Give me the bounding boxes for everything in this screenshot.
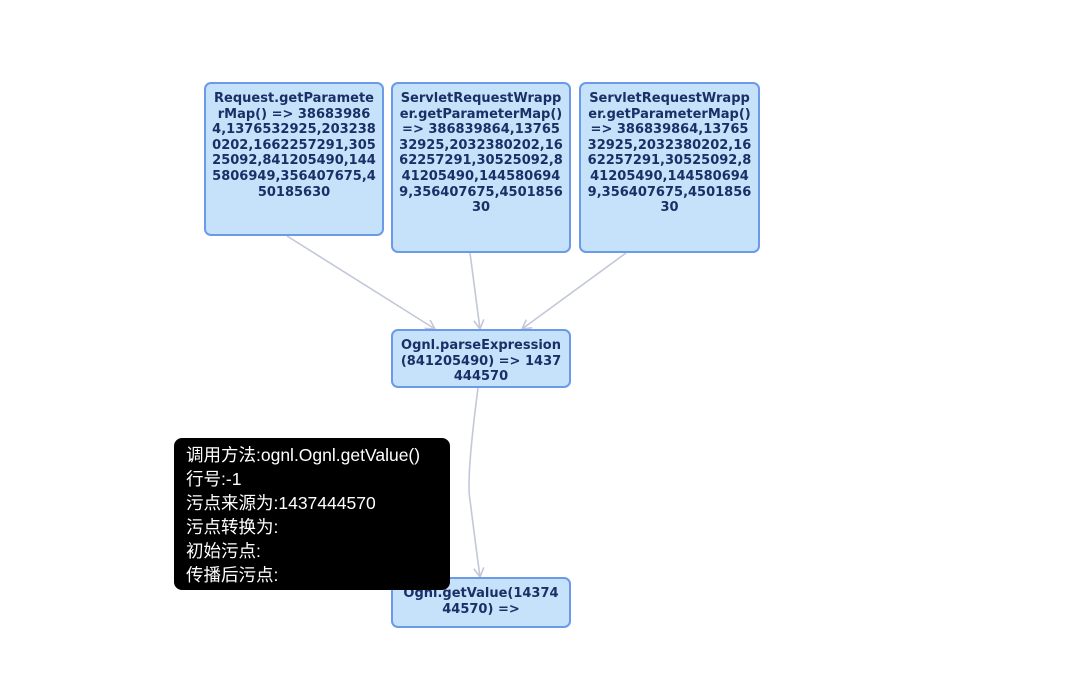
edge-wrapper2-to-parse [520, 252, 627, 330]
tooltip-line-number: 行号:-1 [186, 469, 242, 489]
node-servlet-request-wrapper-get-parameter-map-1[interactable]: ServletRequestWrapper.getParameterMap() … [391, 82, 571, 253]
node-ognl-parse-expression[interactable]: Ognl.parseExpression(841205490) => 14374… [391, 329, 571, 388]
node-request-get-parameter-map[interactable]: Request.getParameterMap() => 386839864,1… [204, 82, 384, 236]
node-detail-tooltip: 调用方法:ognl.Ognl.getValue() 行号:-1 污点来源为:14… [174, 438, 450, 590]
edge-wrapper1-to-parse [469, 252, 485, 331]
tooltip-call-method: 调用方法:ognl.Ognl.getValue() [186, 445, 421, 465]
edge-parse-to-getvalue [468, 387, 485, 579]
tooltip-taint-converted: 污点转换为: [186, 517, 279, 537]
tooltip-taint-source: 污点来源为:1437444570 [186, 493, 376, 513]
tooltip-initial-taint: 初始污点: [186, 541, 261, 561]
tooltip-propagated-taint: 传播后污点: [186, 565, 279, 585]
node-servlet-request-wrapper-get-parameter-map-2[interactable]: ServletRequestWrapper.getParameterMap() … [579, 82, 760, 253]
